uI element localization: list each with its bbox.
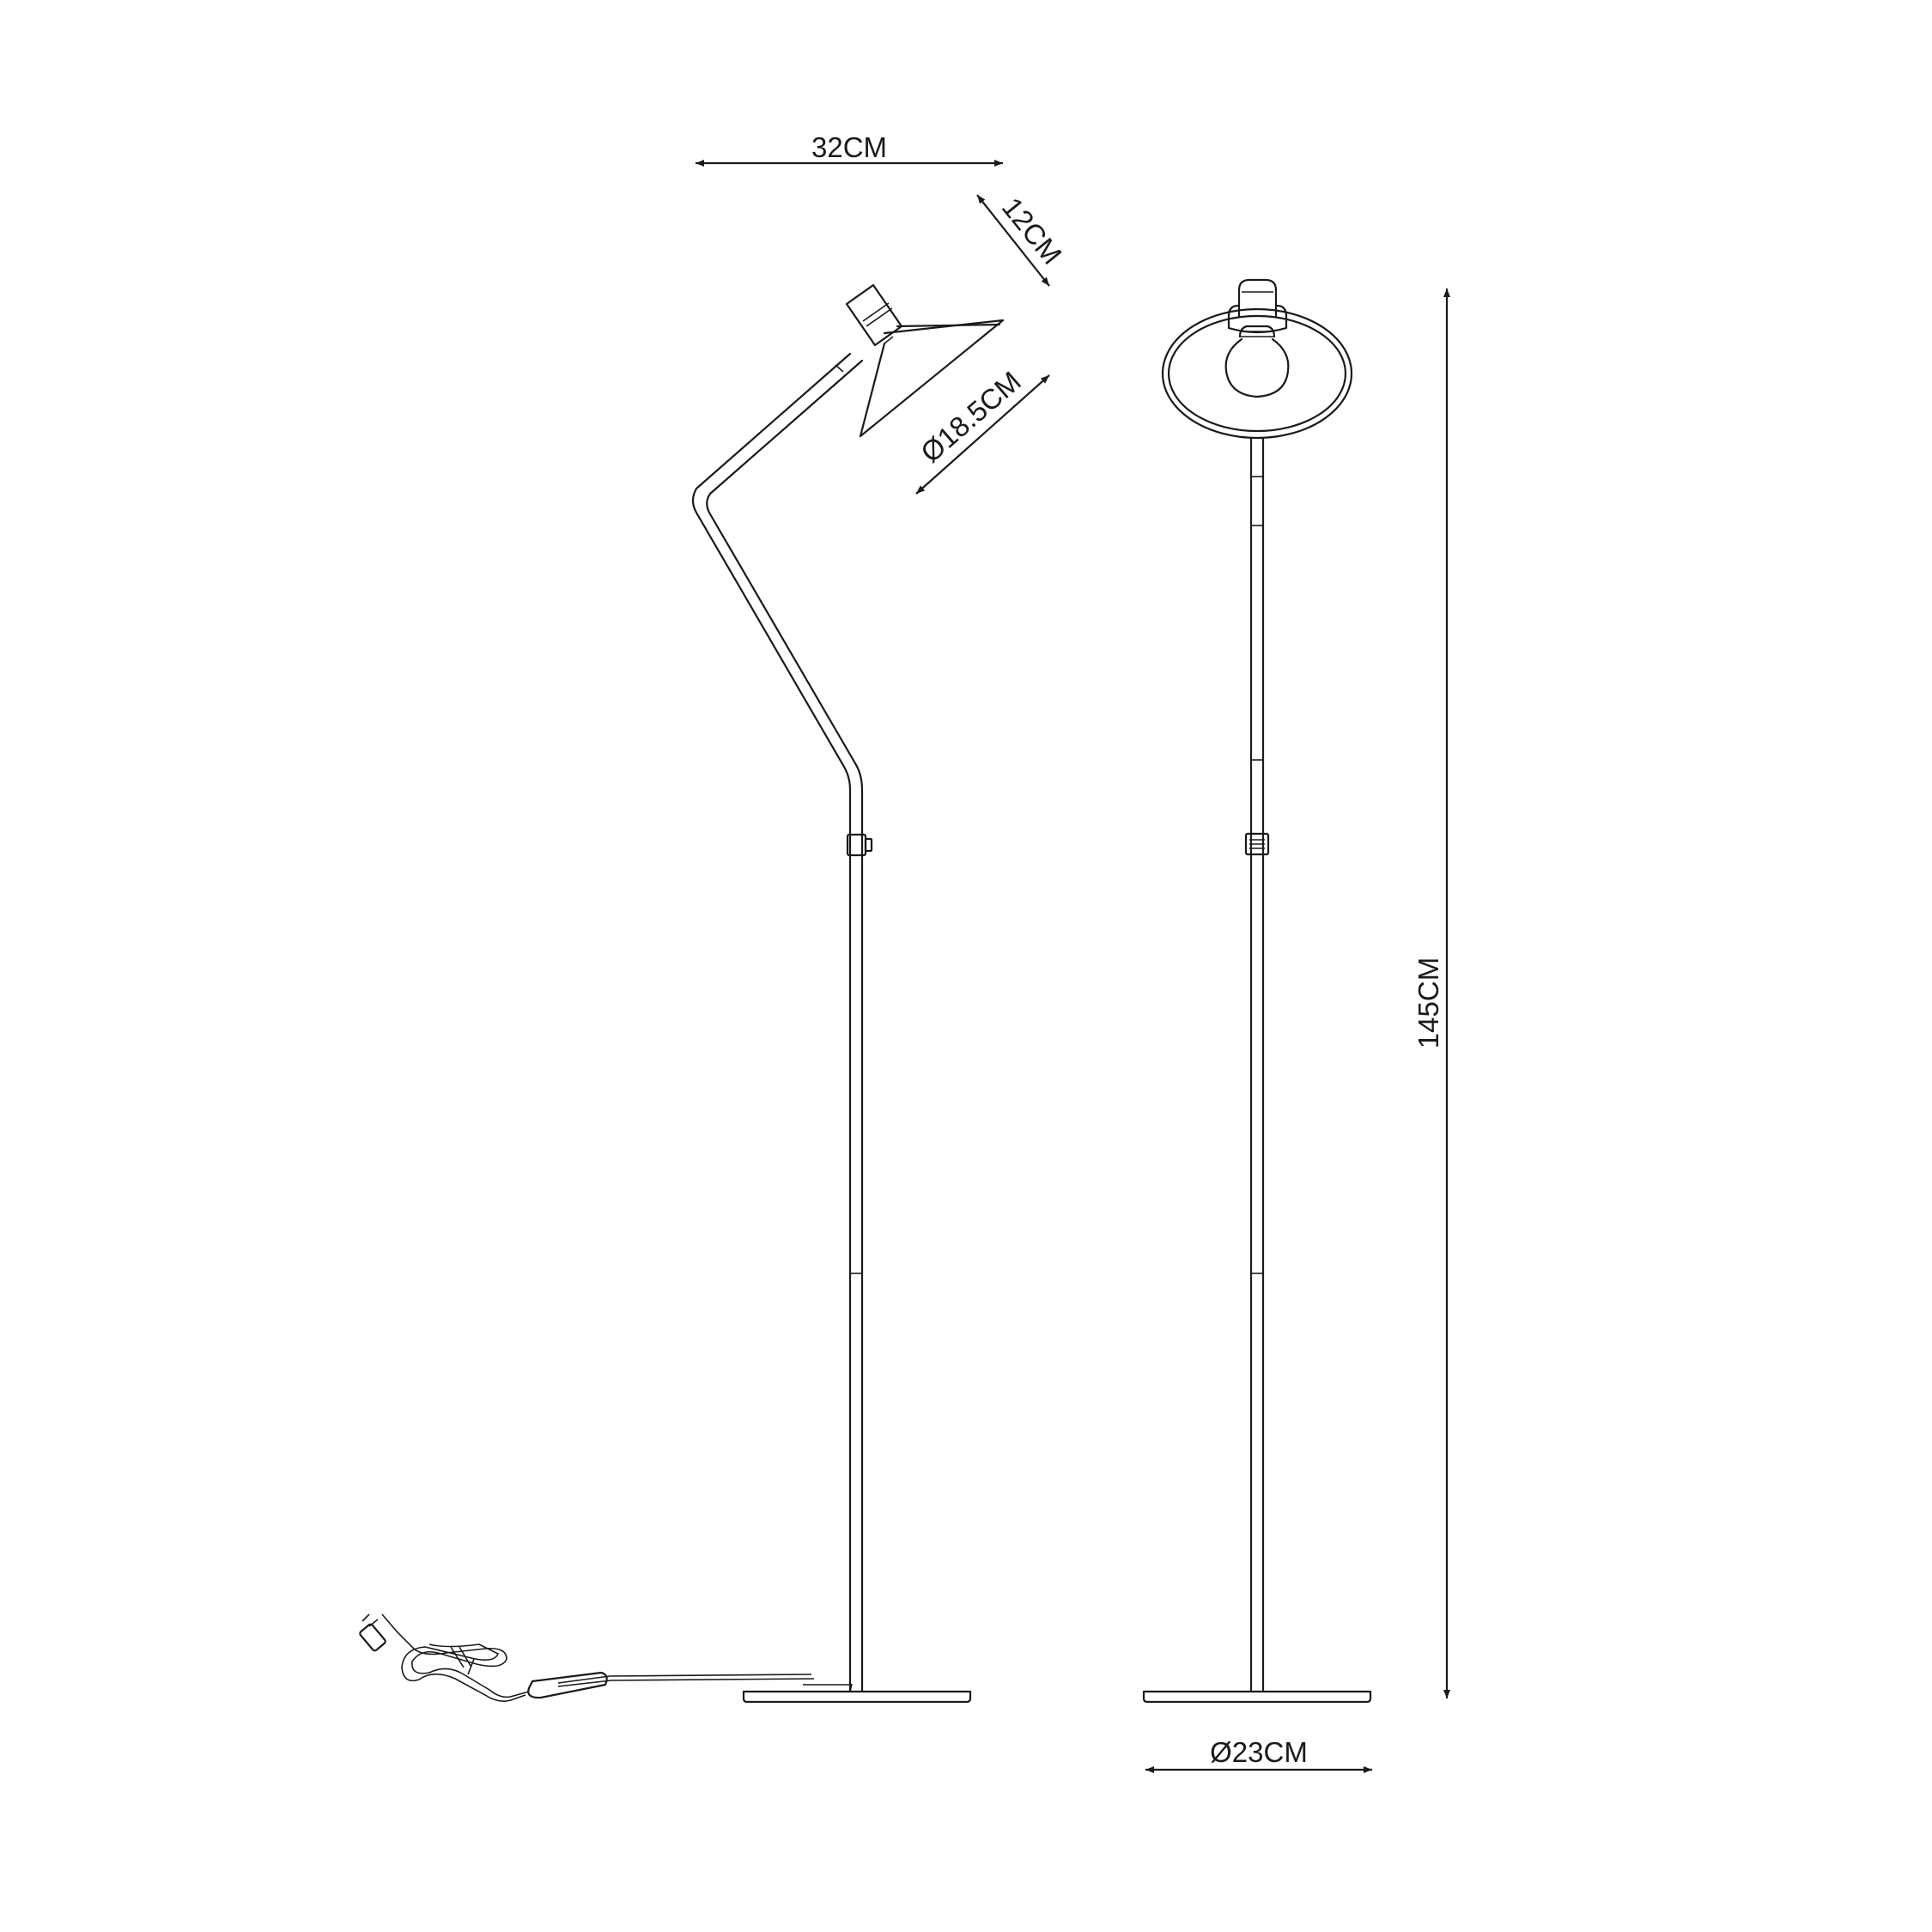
dimension-head-length: 12CM <box>976 191 1068 287</box>
front-view-knob <box>1244 832 1270 856</box>
side-view-cable <box>359 1613 815 1702</box>
side-view-arm <box>691 352 864 805</box>
side-view-pole <box>848 801 864 1693</box>
dimension-label-arm-width: 32CM <box>811 131 887 163</box>
dimension-label-base-diameter: Ø23CM <box>1210 1736 1308 1768</box>
dimension-label-shade-diameter: Ø18.5CM <box>914 365 1027 469</box>
side-view-socket <box>845 283 903 347</box>
dimension-arm-width: 32CM <box>696 131 1003 167</box>
dimension-shade-diameter: Ø18.5CM <box>914 365 1050 495</box>
side-view-base <box>742 1683 972 1704</box>
plug-icon <box>359 1613 386 1652</box>
dimension-total-height: 145CM <box>1413 289 1450 1698</box>
side-view-lamp <box>359 283 1005 1704</box>
dimension-base-diameter: Ø23CM <box>1145 1736 1372 1773</box>
front-view-pole <box>1249 436 1265 1693</box>
dimension-label-total-height: 145CM <box>1413 957 1444 1048</box>
front-view-lamp <box>1142 278 1372 1704</box>
front-view-base <box>1142 1690 1372 1704</box>
side-view-knob <box>846 833 873 857</box>
bulb-icon <box>1224 325 1290 398</box>
front-view-socket <box>1227 278 1288 334</box>
front-view-shade <box>1161 307 1353 440</box>
